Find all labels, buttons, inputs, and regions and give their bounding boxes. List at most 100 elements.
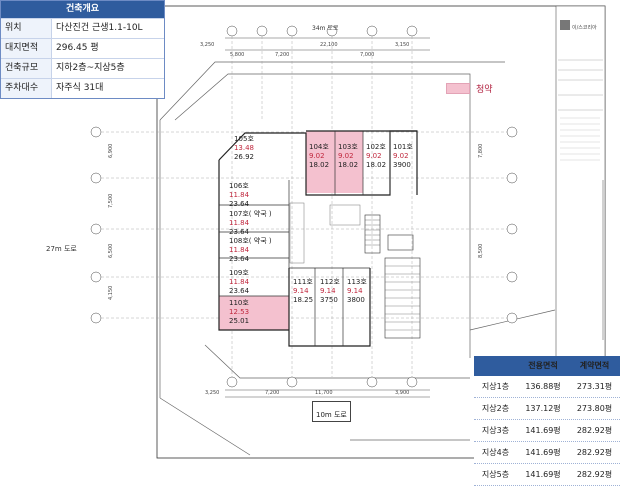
- contract-cell: 273.31평: [576, 382, 613, 391]
- table-row: 지상5층 141.69평 282.92평: [474, 464, 620, 486]
- unit-113: 113호 9.14 3800: [347, 278, 367, 305]
- svg-text:이/스코리아: 이/스코리아: [572, 24, 597, 31]
- overview-key: 주차대수: [1, 79, 52, 98]
- legend-label: 청약: [476, 85, 493, 95]
- contract-cell: 282.92평: [576, 470, 613, 479]
- unit-number: 102호: [366, 143, 386, 151]
- svg-text:7,200: 7,200: [265, 390, 279, 396]
- unit-number: 103호: [338, 143, 358, 151]
- unit-number: 111호: [293, 278, 313, 286]
- exclusive-cell: 137.12평: [525, 404, 561, 413]
- overview-value: 296.45 평: [56, 43, 99, 53]
- unit-102: 102호 9.02 18.02: [366, 143, 386, 170]
- unit-area: 11.84: [229, 191, 250, 199]
- exclusive-cell: 141.69평: [525, 426, 561, 435]
- svg-text:3,150: 3,150: [395, 42, 409, 48]
- floor-cell: 지상5층: [481, 470, 510, 479]
- svg-text:7,000: 7,000: [360, 52, 374, 58]
- unit-number: 108호( 약국 ): [229, 237, 272, 245]
- svg-text:7,800: 7,800: [478, 144, 484, 158]
- unit-area: 9.14: [320, 287, 336, 295]
- legend-swatch: [446, 83, 470, 94]
- svg-text:3,900: 3,900: [395, 390, 409, 396]
- legend: 청약: [446, 82, 493, 95]
- unit-number: 105호: [234, 135, 254, 143]
- unit-area: 9.02: [338, 152, 354, 160]
- unit-total: 18.25: [293, 296, 314, 304]
- unit-total: 23.64: [229, 255, 250, 263]
- road-label-bottom: 10m 도로: [312, 401, 351, 422]
- unit-106: 106호 11.84 23.64: [229, 182, 249, 209]
- unit-107: 107호( 약국 ) 11.84 23.64: [229, 210, 272, 237]
- overview-value: 다산진건 근생1.1-10L: [56, 23, 143, 33]
- svg-text:3,250: 3,250: [200, 42, 214, 48]
- unit-111: 111호 9.14 18.25: [293, 278, 313, 305]
- overview-title: 건축개요: [1, 1, 164, 18]
- svg-text:7,200: 7,200: [275, 52, 289, 58]
- unit-number: 104호: [309, 143, 329, 151]
- overview-row: 위치 다산진건 근생1.1-10L: [1, 18, 164, 38]
- overview-key: 위치: [1, 19, 52, 38]
- floor-cell: 지상1층: [481, 382, 510, 391]
- svg-text:11,700: 11,700: [315, 390, 333, 396]
- unit-110: 110호 12.53 25.01: [229, 299, 249, 326]
- unit-area: 9.14: [347, 287, 363, 295]
- floor-cell: 지상2층: [481, 404, 510, 413]
- road-label-bottom-text: 10m 도로: [316, 411, 347, 419]
- unit-area: 9.02: [309, 152, 325, 160]
- area-header-contract: 계약면적: [579, 361, 610, 370]
- unit-total: 18.02: [309, 161, 330, 169]
- overview-key: 건축규모: [1, 59, 52, 78]
- svg-text:7,500: 7,500: [108, 194, 114, 208]
- svg-text:6,500: 6,500: [108, 244, 114, 258]
- floor-cell: 지상4층: [481, 448, 510, 457]
- unit-total: 26.92: [233, 153, 255, 161]
- unit-area: 9.02: [366, 152, 382, 160]
- unit-104: 104호 9.02 18.02: [309, 143, 329, 170]
- unit-number: 109호: [229, 269, 249, 277]
- road-label-left: 27m 도로: [46, 245, 77, 253]
- area-header-floor: [474, 356, 517, 376]
- unit-112: 112호 9.14 3750: [320, 278, 340, 305]
- area-table-header: 전용면적 계약면적: [474, 356, 620, 376]
- unit-area: 9.14: [293, 287, 309, 295]
- unit-area: 12.53: [229, 308, 250, 316]
- area-header-exclusive: 전용면적: [528, 361, 558, 370]
- unit-103: 103호 9.02 18.02: [338, 143, 358, 170]
- svg-text:5,800: 5,800: [230, 52, 244, 58]
- overview-value: 자주식 31대: [56, 83, 104, 93]
- contract-cell: 282.92평: [576, 448, 613, 457]
- unit-area: 13.48: [233, 144, 255, 152]
- unit-area: 9.02: [393, 152, 409, 160]
- unit-number: 101호: [393, 143, 413, 151]
- contract-cell: 273.80평: [576, 404, 613, 413]
- overview-key: 대지면적: [1, 39, 52, 58]
- svg-text:4,150: 4,150: [108, 286, 114, 300]
- unit-total: 18.02: [366, 161, 387, 169]
- unit-area: 11.84: [229, 278, 250, 286]
- unit-total: 23.64: [229, 228, 250, 236]
- svg-text:6,900: 6,900: [108, 144, 114, 158]
- unit-total: 3750: [320, 296, 338, 304]
- unit-108: 108호( 약국 ) 11.84 23.64: [229, 237, 272, 264]
- unit-total: 23.64: [229, 200, 250, 208]
- exclusive-cell: 141.69평: [525, 448, 561, 457]
- unit-105: 105호 13.48 26.92: [231, 135, 257, 162]
- unit-number: 106호: [229, 182, 249, 190]
- overview-row: 주차대수 자주식 31대: [1, 78, 164, 98]
- floor-plan: 이/스코리아 3,250 5,800 7,200 22,100 7,000 3,150…: [90, 5, 606, 459]
- contract-cell: 282.92평: [576, 426, 613, 435]
- unit-109: 109호 11.84 23.64: [229, 269, 249, 296]
- svg-text:8,500: 8,500: [478, 244, 484, 258]
- overview-table: 건축개요 위치 다산진건 근생1.1-10L 대지면적 296.45 평 건축규…: [0, 0, 165, 99]
- svg-text:22,100: 22,100: [320, 42, 338, 48]
- exclusive-cell: 141.69평: [525, 470, 561, 479]
- unit-number: 110호: [229, 299, 249, 307]
- overview-value: 지하2층~지상5층: [56, 63, 125, 73]
- road-label-top: 34m 도로: [312, 25, 339, 32]
- unit-number: 107호( 약국 ): [229, 210, 272, 218]
- unit-101: 101호 9.02 3900: [393, 143, 413, 170]
- floor-cell: 지상3층: [481, 426, 510, 435]
- unit-total: 25.01: [229, 317, 250, 325]
- unit-area: 11.84: [229, 246, 250, 254]
